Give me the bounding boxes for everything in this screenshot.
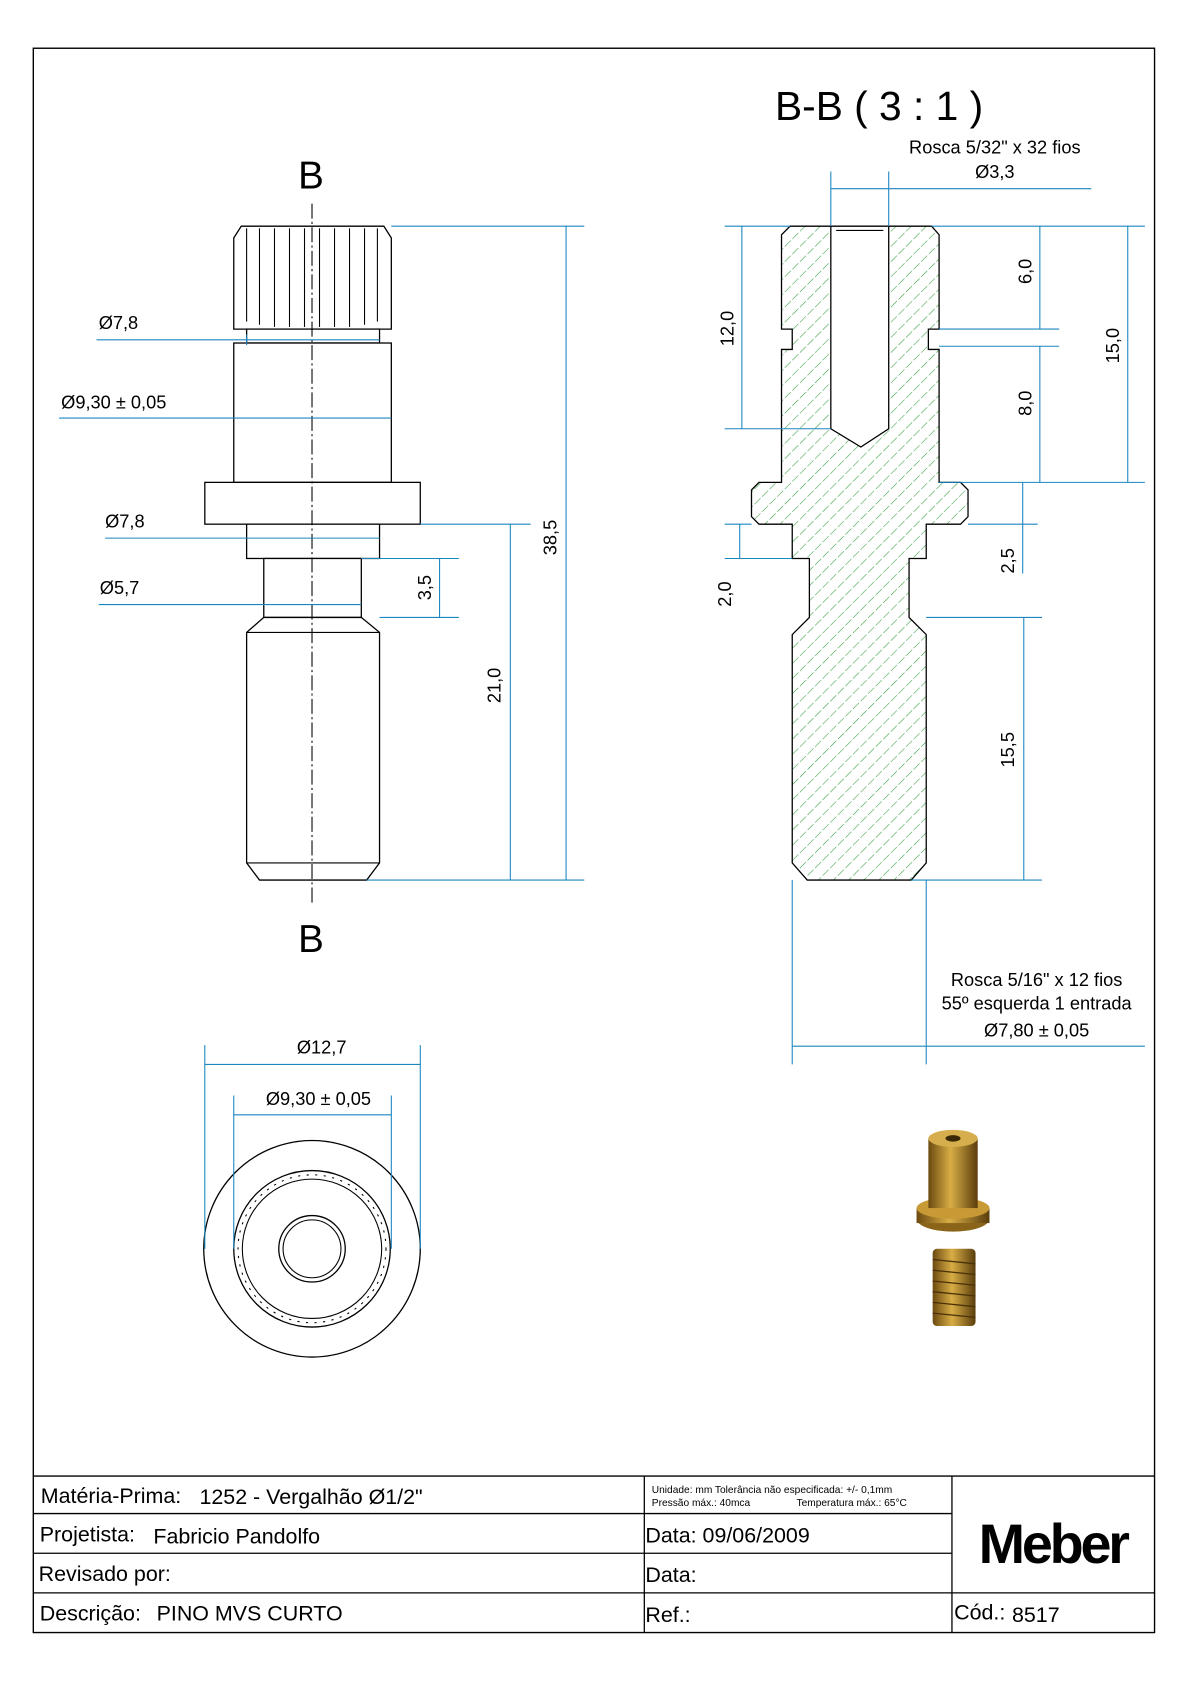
dim-15-5: 15,5 — [998, 732, 1018, 767]
dim-hole-diameter: Ø3,3 — [975, 162, 1015, 182]
dim-2-5: 2,5 — [998, 548, 1018, 573]
sheet-frame — [32, 47, 1156, 1634]
dim-bore-depth: 12,0 — [717, 311, 737, 346]
descricao-value: PINO MVS CURTO — [157, 1602, 343, 1626]
ref-label: Ref.: — [645, 1603, 690, 1627]
title-block: Matéria-Prima: 1252 - Vergalhão Ø1/2" Pr… — [33, 1475, 1155, 1633]
dim-2: 2,0 — [715, 581, 735, 606]
dim-body-diameter: Ø9,30 ± 0,05 — [61, 392, 166, 412]
dim-total-length: 38,5 — [540, 520, 560, 555]
cod-value: 8517 — [1012, 1603, 1060, 1627]
dim-lower-length: 21,0 — [485, 668, 505, 703]
dim-knurl-diameter: Ø7,8 — [99, 313, 139, 333]
projetista-value: Fabricio Pandolfo — [153, 1525, 320, 1549]
spec-note-pressure: Pressão máx.: 40mca — [652, 1498, 751, 1509]
meber-logo: Meber — [979, 1513, 1130, 1575]
thread-top-note: Rosca 5/32" x 32 fios — [909, 137, 1081, 157]
dim-15: 15,0 — [1103, 328, 1123, 363]
cod-label: Cód.: — [954, 1601, 1005, 1625]
dim-8: 8,0 — [1015, 391, 1035, 416]
spec-note-line1: Unidade: mm Tolerância não especificada:… — [652, 1485, 892, 1496]
dim-flange-diameter: Ø12,7 — [297, 1038, 347, 1058]
revisado-label: Revisado por: — [39, 1562, 171, 1586]
part-3d-render — [916, 1129, 990, 1326]
thread-bottom-note-1: Rosca 5/16" x 12 fios — [951, 970, 1123, 990]
projetista-label: Projetista: — [40, 1522, 135, 1546]
descricao-label: Descrição: — [40, 1602, 141, 1626]
section-marker-top: B — [298, 155, 324, 198]
data-review-date: Data: — [645, 1563, 696, 1587]
data-date: Data: 09/06/2009 — [645, 1524, 809, 1548]
spec-note-temperature: Temperatura máx.: 65°C — [797, 1498, 907, 1509]
materia-label: Matéria-Prima: — [41, 1484, 181, 1508]
dim-top-6: 6,0 — [1015, 259, 1035, 284]
section-marker-bottom: B — [298, 918, 324, 961]
section-title: B-B ( 3 : 1 ) — [775, 83, 983, 129]
dim-body-diameter-bottom: Ø9,30 ± 0,05 — [266, 1089, 371, 1109]
dim-neck-diameter: Ø5,7 — [100, 578, 139, 598]
materia-value: 1252 - Vergalhão Ø1/2" — [199, 1485, 422, 1509]
thread-bottom-note-2: 55º esquerda 1 entrada — [942, 994, 1133, 1014]
dim-neck-length: 3,5 — [415, 575, 435, 600]
bottom-view: Ø12,7 Ø9,30 ± 0,05 — [203, 1038, 421, 1358]
section-view: B-B ( 3 : 1 ) Rosca 5/32" x 32 fios Ø3,3… — [715, 83, 1145, 1065]
front-view: B B Ø7,8 Ø9, — [59, 155, 585, 961]
dim-under-flange-diameter: Ø7,8 — [105, 511, 144, 531]
dim-thread-diameter: Ø7,80 ± 0,05 — [984, 1021, 1089, 1041]
